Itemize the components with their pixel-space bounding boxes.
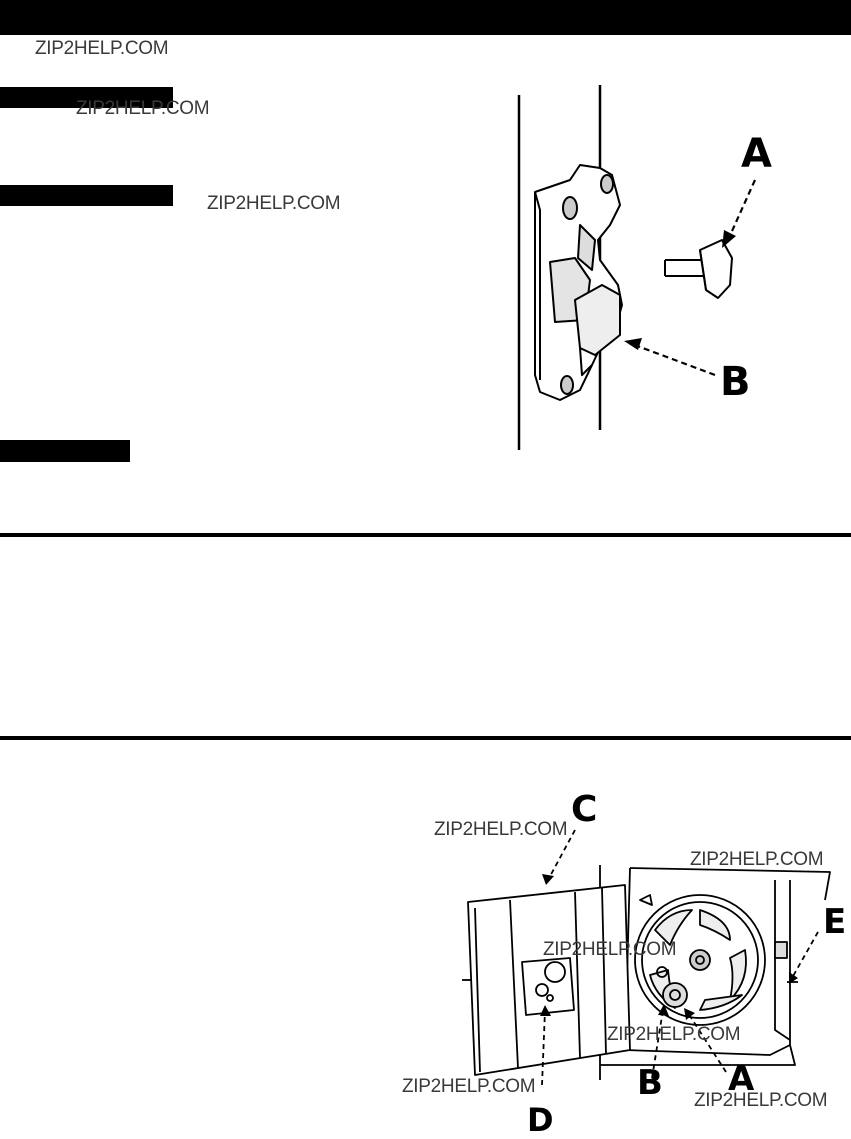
header-bar [0, 0, 851, 35]
heading-box-2 [0, 185, 173, 206]
watermark-7: ZIP2HELP.COM [607, 1024, 741, 1045]
section-divider-2 [0, 736, 851, 740]
callout-e-fig2: E [823, 902, 847, 942]
heading-box-1 [0, 87, 173, 108]
cabinet-illustration [462, 829, 831, 1086]
section-divider-1 [0, 533, 851, 537]
watermark-3: ZIP2HELP.COM [207, 193, 341, 214]
heading-box-3 [0, 440, 130, 462]
callout-d-fig2: D [527, 1101, 554, 1139]
watermark-6: ZIP2HELP.COM [543, 939, 677, 960]
callout-b-fig1: B [720, 359, 751, 405]
watermark-4: ZIP2HELP.COM [434, 819, 568, 840]
watermark-1: ZIP2HELP.COM [35, 38, 169, 59]
watermark-8: ZIP2HELP.COM [402, 1076, 536, 1097]
watermark-9: ZIP2HELP.COM [694, 1090, 828, 1111]
callout-b-fig2: B [637, 1063, 663, 1103]
callout-a-fig1: A [741, 131, 772, 177]
watermark-5: ZIP2HELP.COM [690, 849, 824, 870]
callout-a-fig2: A [728, 1059, 755, 1099]
latch-illustration [517, 85, 757, 450]
callout-c-fig2: C [571, 789, 598, 830]
watermark-2: ZIP2HELP.COM [76, 98, 210, 119]
